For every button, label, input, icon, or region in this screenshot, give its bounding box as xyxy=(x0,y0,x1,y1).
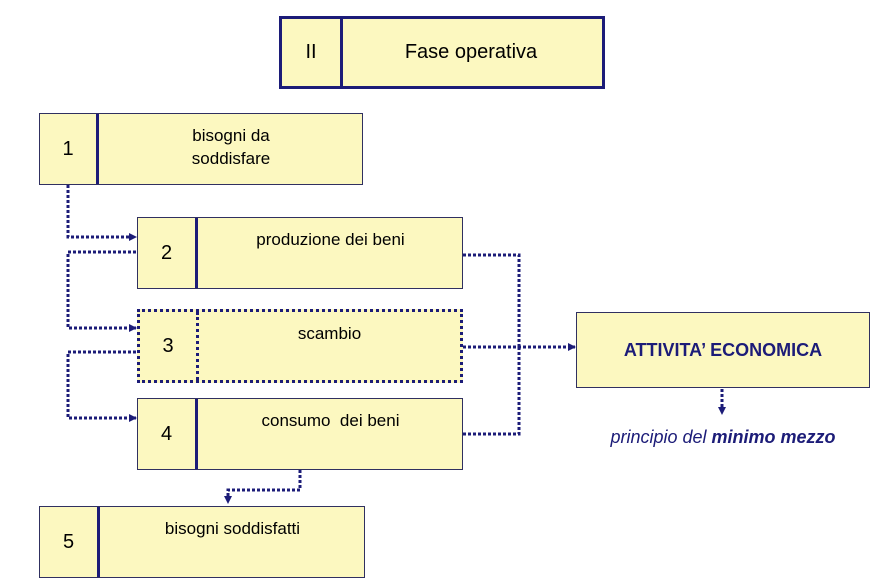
step-label: produzione dei beni xyxy=(256,230,405,249)
principle-emphasis: minimo mezzo xyxy=(711,427,836,447)
connector-2-to-3 xyxy=(66,250,137,332)
phase-title: Fase operativa xyxy=(404,41,538,63)
step-box-3: 3 scambio xyxy=(137,309,463,383)
step-label: bisogni da soddisfare xyxy=(191,126,271,168)
step-number: 3 xyxy=(140,312,199,380)
step-box-1: 1 bisogni da soddisfare xyxy=(39,113,363,185)
principle-prefix: principio del xyxy=(610,427,712,447)
step-label: consumo dei beni xyxy=(261,411,400,430)
connector-2-right xyxy=(463,253,521,347)
step-number: 5 xyxy=(40,507,100,577)
phase-header-box: II Fase operativa xyxy=(279,16,605,89)
connector-4-right xyxy=(463,347,521,436)
economic-activity-box: ATTIVITA’ ECONOMICA xyxy=(576,312,870,388)
connector-1-to-2 xyxy=(66,185,137,241)
step-number: 4 xyxy=(138,399,198,469)
step-box-2: 2 produzione dei beni xyxy=(137,217,463,289)
step-label: bisogni soddisfatti xyxy=(164,519,301,538)
principle-text: principio del minimo mezzo xyxy=(598,425,848,449)
connector-4-to-5 xyxy=(224,470,302,504)
phase-number: II xyxy=(282,19,343,86)
step-number: 1 xyxy=(40,114,99,184)
step-box-5: 5 bisogni soddisfatti xyxy=(39,506,365,578)
step-number: 2 xyxy=(138,218,198,288)
connector-3-to-4 xyxy=(66,350,137,422)
step-box-4: 4 consumo dei beni xyxy=(137,398,463,470)
economic-activity-label: ATTIVITA’ ECONOMICA xyxy=(623,339,823,360)
step-label: scambio xyxy=(297,324,362,343)
